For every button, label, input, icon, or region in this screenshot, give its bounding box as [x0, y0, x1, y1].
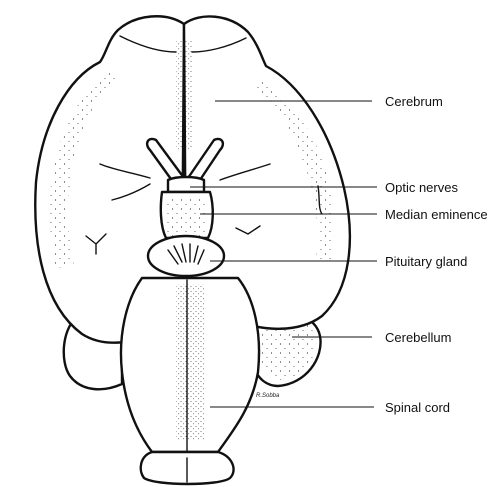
pituitary-gland	[148, 236, 224, 276]
label-median-eminence: Median eminence	[385, 207, 488, 222]
label-cerebellum: Cerebellum	[385, 330, 451, 345]
artist-signature: R.Sobba	[256, 393, 280, 399]
brainstem-shading	[176, 284, 204, 440]
label-spinal-cord: Spinal cord	[385, 400, 450, 415]
median-eminence-shading	[166, 196, 206, 236]
label-optic-nerves: Optic nerves	[385, 180, 458, 195]
label-cerebrum: Cerebrum	[385, 94, 443, 109]
optic-chiasm	[168, 177, 204, 192]
label-pituitary-gland: Pituitary gland	[385, 254, 467, 269]
